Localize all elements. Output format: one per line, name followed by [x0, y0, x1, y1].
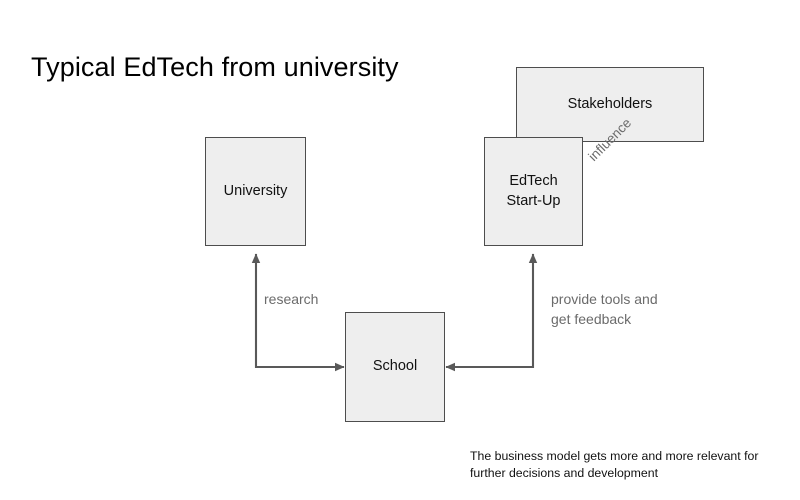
node-university[interactable]: University [205, 137, 306, 246]
node-school-label: School [372, 358, 418, 375]
footnote-text: The business model gets more and more re… [470, 449, 759, 480]
node-school[interactable]: School [345, 312, 445, 422]
page-title: Typical EdTech from university [31, 52, 399, 82]
edge-label-provide-feedback: provide tools and get feedback [551, 291, 658, 327]
node-edtech-startup-label: EdTech Start-Up [506, 173, 561, 209]
edge-label-research: research [264, 291, 319, 307]
node-stakeholders[interactable]: Stakeholders [516, 67, 704, 142]
node-university-label: University [223, 182, 288, 199]
connector-research [251, 253, 345, 372]
node-stakeholders-label: Stakeholders [567, 95, 653, 112]
node-edtech-startup[interactable]: EdTech Start-Up [484, 137, 583, 246]
connector-provide-feedback [445, 253, 538, 372]
